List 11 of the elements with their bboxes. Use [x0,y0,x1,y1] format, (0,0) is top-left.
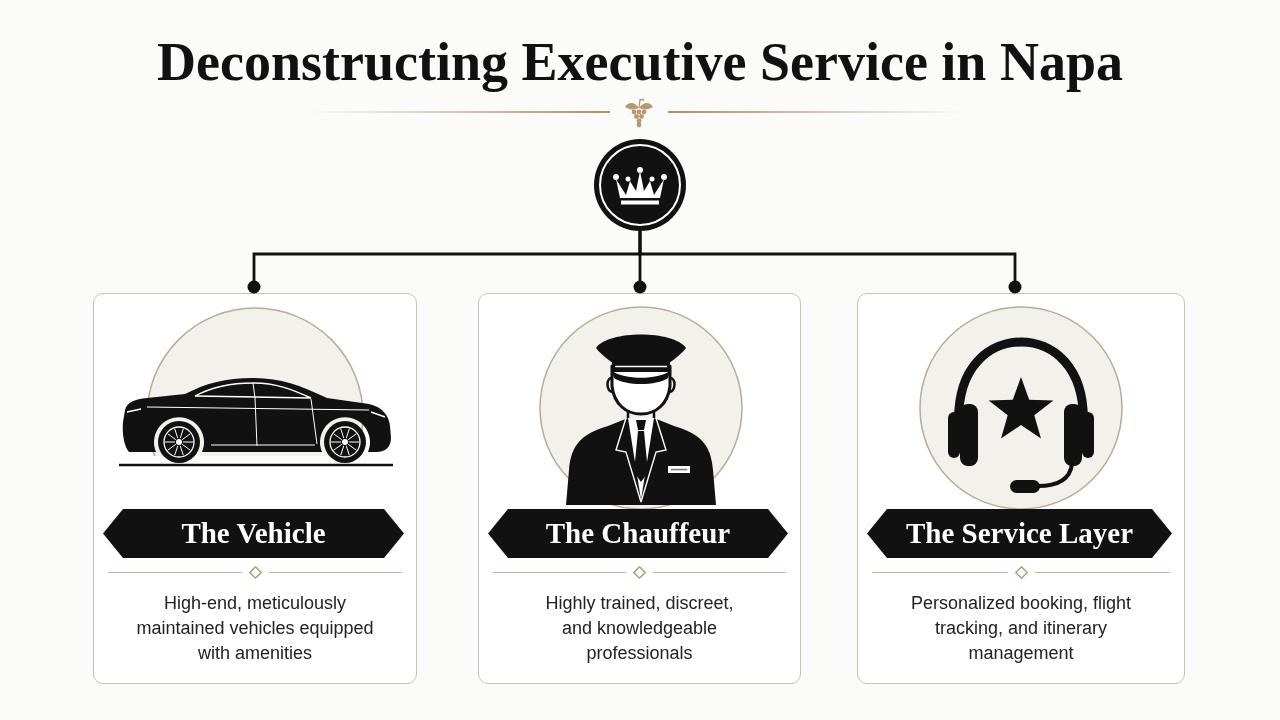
title-banner: The Chauffeur [488,509,788,558]
title-banner: The Service Layer [867,509,1172,558]
service-card [478,293,801,684]
title: Deconstructing Executive Service in Napa [157,31,1123,94]
service-card [93,293,417,684]
title-banner: The Vehicle [103,509,404,558]
connector-line [638,231,1022,294]
service-card [857,293,1185,684]
card-description: High-end, meticulously maintained vehicles equipped with amenities [135,592,375,665]
card-description: Highly trained, discreet, and knowledgeable professionals [544,592,735,665]
card-description: Personalized booking, flight tracking, and itinerary management [909,592,1133,665]
